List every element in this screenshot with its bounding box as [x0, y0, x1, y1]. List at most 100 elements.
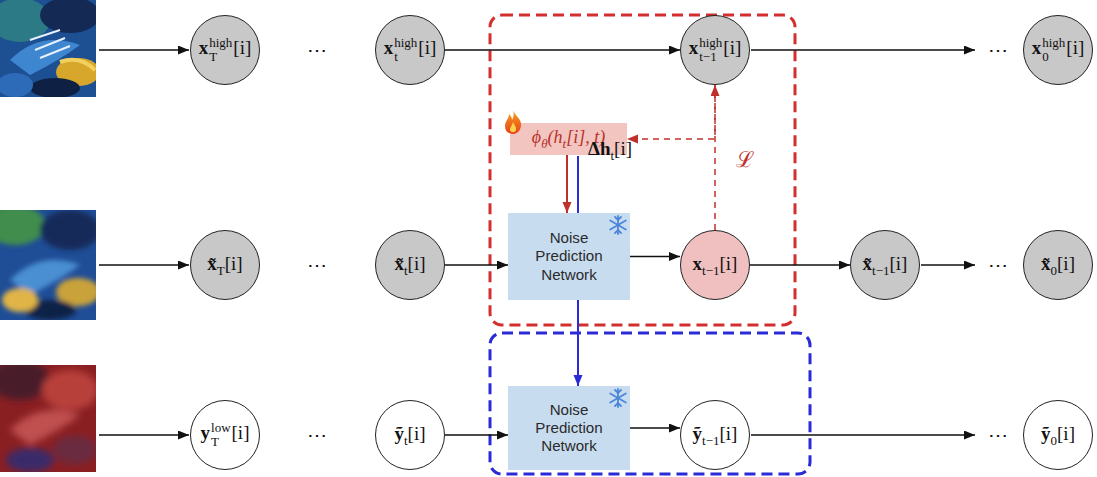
network-label: Noise Prediction Network	[508, 229, 630, 283]
connector	[630, 256, 680, 258]
ellipsis: ⋯	[988, 38, 1008, 62]
script-stack: hight	[394, 36, 417, 63]
network-label: Noise Prediction Network	[508, 401, 630, 455]
script-stack: hight−1	[699, 36, 722, 63]
math-label: ỹ0[i]	[1041, 424, 1075, 447]
state-circle: ylowT[i]	[190, 400, 260, 470]
connector	[750, 264, 850, 266]
math-text: ϕ	[532, 127, 541, 147]
connector	[627, 85, 715, 139]
script-stack: lowT	[211, 421, 231, 448]
connector	[445, 434, 508, 436]
state-circle: ỹt[i]	[375, 400, 445, 470]
state-circle: xhigh0[i]	[1023, 15, 1093, 85]
math-label: ỹt[i]	[394, 424, 425, 447]
variable-symbol: x	[1032, 37, 1042, 58]
state-circle: xhighT[i]	[190, 15, 260, 85]
state-circle: x̃t[i]	[375, 230, 445, 300]
math-label: xhight−1[i]	[689, 36, 742, 63]
variable-symbol: x	[199, 37, 209, 58]
math-label: xhight[i]	[384, 36, 437, 63]
subscript: t−1	[702, 432, 719, 447]
script-stack: highT	[209, 36, 232, 63]
connector	[577, 300, 579, 386]
network-box: Noise Prediction Network	[508, 386, 630, 470]
variable-symbol: x̃	[394, 253, 404, 274]
superscript: high	[394, 36, 417, 50]
math-label: x̃t[i]	[394, 254, 425, 277]
math-text: [i]	[1066, 37, 1084, 58]
subscript: t−1	[872, 262, 889, 277]
script-stack: high0	[1042, 36, 1065, 63]
state-circle: xhight−1[i]	[680, 15, 750, 85]
ellipsis: ⋯	[988, 423, 1008, 447]
math-label: x̃T[i]	[207, 254, 242, 277]
variable-symbol: x̃	[863, 253, 873, 274]
state-circle: ỹt−1[i]	[680, 400, 750, 470]
ellipsis: ⋯	[988, 253, 1008, 277]
superscript: high	[699, 36, 722, 50]
math-text: [i]	[720, 423, 738, 444]
math-text: (h	[548, 127, 563, 147]
state-circle: xhight[i]	[375, 15, 445, 85]
connector	[630, 427, 680, 429]
frozen-icon	[608, 215, 628, 239]
subscript: t	[394, 50, 417, 64]
trainable-icon	[502, 109, 524, 139]
variable-symbol: x	[384, 37, 394, 58]
math-text: [i]	[720, 253, 738, 274]
math-text: [i]	[232, 422, 250, 443]
network-name: Noise Prediction Network	[535, 229, 602, 282]
variable-symbol: x	[689, 37, 699, 58]
math-label: ỹt−1[i]	[693, 424, 738, 447]
math-label: x̃t−1[i]	[863, 254, 908, 277]
superscript: high	[209, 36, 232, 50]
subscript: 0	[1042, 50, 1065, 64]
math-label: xhighT[i]	[199, 36, 252, 63]
math-label: xt−1[i]	[693, 254, 738, 277]
delta-line	[577, 156, 579, 213]
state-circle: ỹ0[i]	[1023, 400, 1093, 470]
network-box: Noise Prediction Network	[508, 213, 630, 300]
degraded-image	[0, 210, 96, 320]
state-circle: x̃T[i]	[190, 230, 260, 300]
variable-symbol: y	[201, 422, 211, 443]
variable-symbol: x	[693, 253, 703, 274]
connector	[566, 155, 568, 213]
subscript: T	[211, 435, 231, 449]
frozen-icon	[608, 388, 628, 412]
state-circle: x̃t−1[i]	[850, 230, 920, 300]
connector	[445, 264, 508, 266]
math-text: [i]	[1057, 253, 1075, 274]
ellipsis: ⋯	[307, 253, 327, 277]
superscript: low	[211, 421, 231, 435]
math-text: [i]	[408, 253, 426, 274]
connector	[714, 85, 716, 230]
subscript: 0	[1051, 432, 1058, 447]
delta-text: [i]	[614, 138, 632, 159]
training-region	[490, 15, 795, 325]
subscript: t	[404, 262, 408, 277]
subscript: t	[404, 432, 408, 447]
subscript: T	[217, 262, 225, 277]
math-text: [i]	[1057, 423, 1075, 444]
math-label: x̃0[i]	[1041, 254, 1075, 277]
state-circle: x̃0[i]	[1023, 230, 1093, 300]
math-text: [i]	[225, 253, 243, 274]
low-res-image	[0, 365, 96, 472]
state-circle: xt−1[i]	[680, 230, 750, 300]
connector	[445, 49, 680, 51]
variable-symbol: ỹ	[1041, 423, 1051, 444]
network-name: Noise Prediction Network	[535, 401, 602, 454]
delta-text: Δh	[588, 138, 610, 159]
inference-region	[490, 333, 810, 474]
subscript: T	[209, 50, 232, 64]
subscript: 0	[1051, 262, 1058, 277]
math-label: xhigh0[i]	[1032, 36, 1085, 63]
variable-symbol: ỹ	[394, 423, 404, 444]
variable-symbol: x̃	[1041, 253, 1051, 274]
subscript: t	[563, 136, 567, 151]
math-text: [i]	[418, 37, 436, 58]
high-res-image	[0, 0, 96, 97]
